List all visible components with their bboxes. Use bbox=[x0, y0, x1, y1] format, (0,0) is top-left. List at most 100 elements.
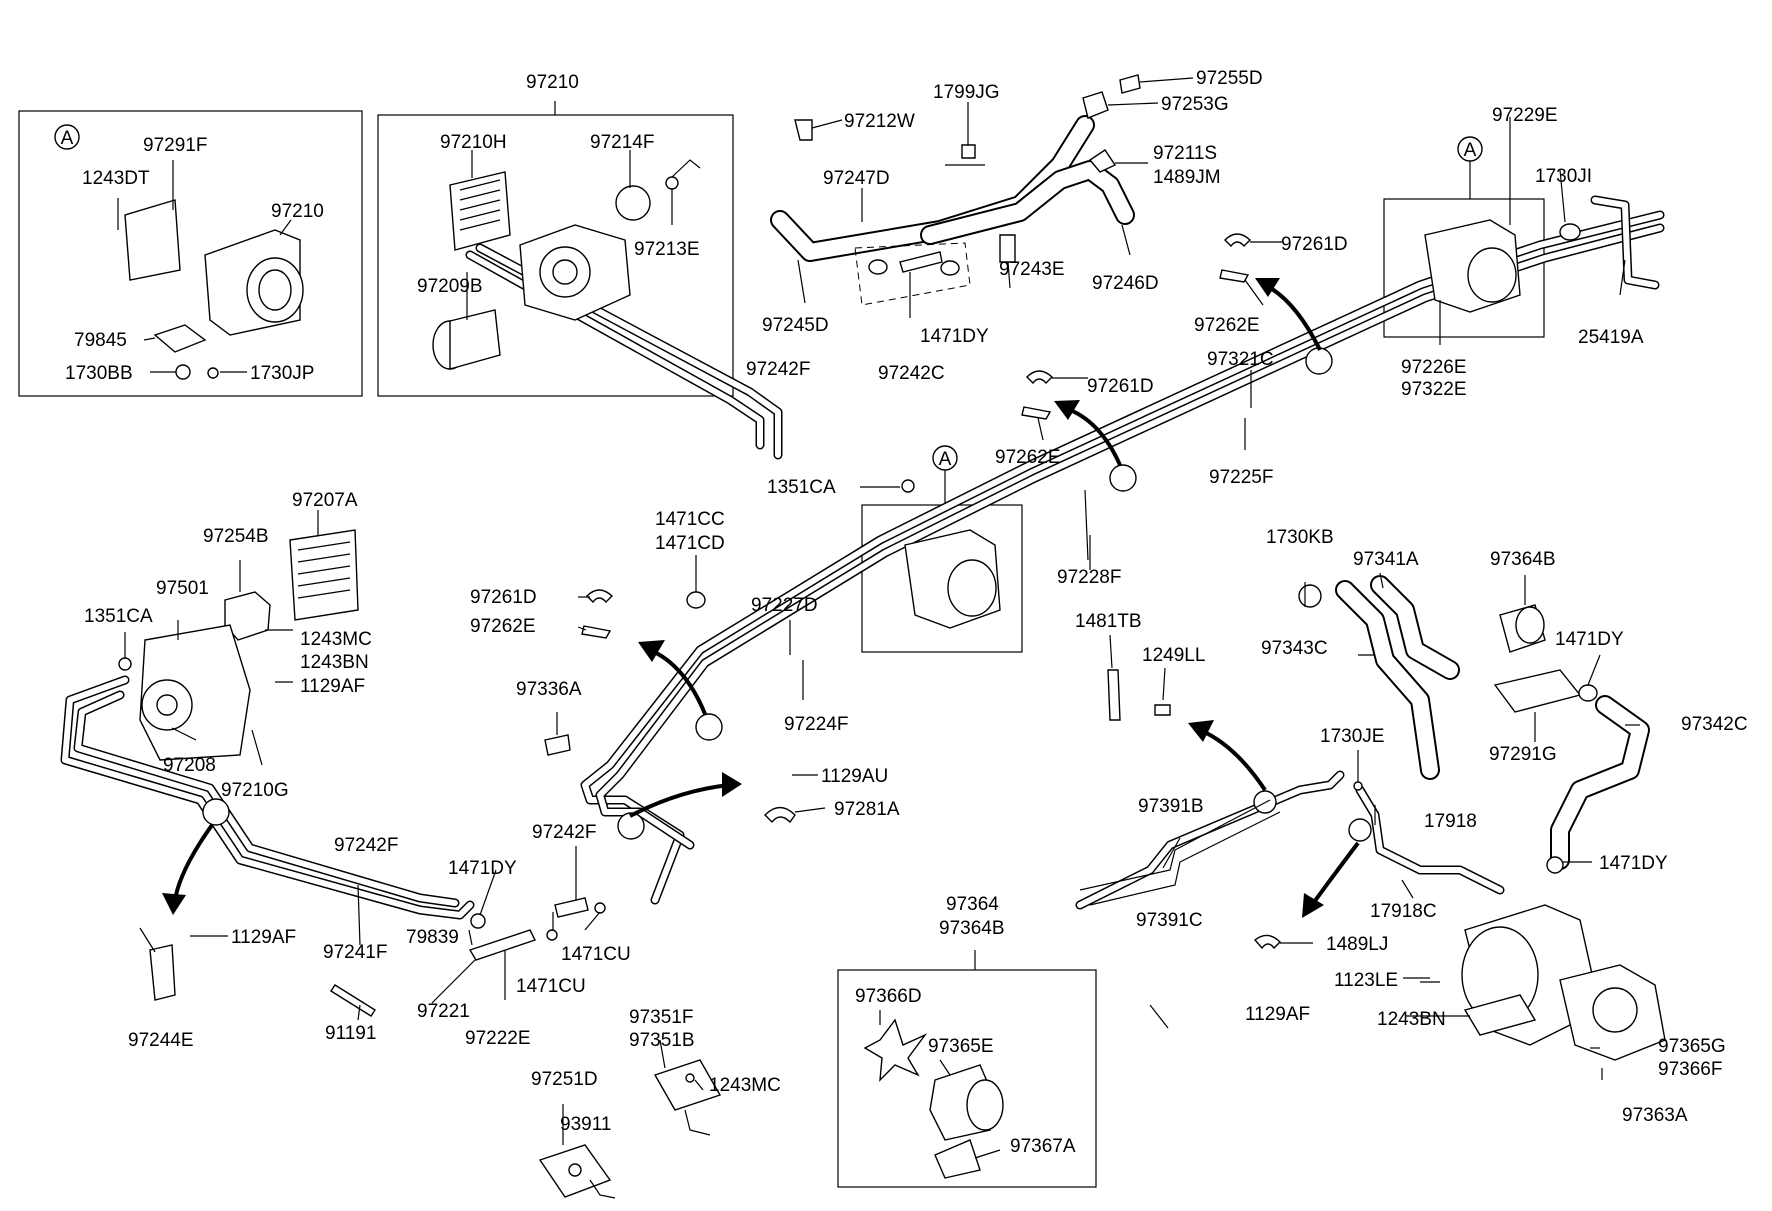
label-97261D-c: 97261D bbox=[470, 587, 537, 608]
label-97364B-a: 97364B bbox=[1490, 549, 1556, 570]
label-97242F-c: 97242F bbox=[334, 835, 398, 856]
clip-97262E-2 bbox=[1021, 406, 1052, 420]
label-97229E: 97229E bbox=[1492, 105, 1558, 126]
label-79839: 79839 bbox=[406, 927, 459, 948]
label-97351B: 97351B bbox=[629, 1030, 695, 1051]
bracket-97281A bbox=[764, 806, 796, 824]
detail-marker-a-3: A bbox=[1457, 136, 1483, 162]
svg-text:A: A bbox=[61, 128, 74, 149]
pipe-97391 bbox=[1079, 799, 1281, 906]
label-1471CD: 1471CD bbox=[655, 533, 725, 554]
bracket-97212W bbox=[794, 119, 813, 141]
label-97321C: 97321C bbox=[1207, 349, 1274, 370]
label-97365G: 97365G bbox=[1658, 1036, 1726, 1057]
label-97262E-b: 97262E bbox=[995, 447, 1061, 468]
label-97210G: 97210G bbox=[221, 780, 289, 801]
label-97244E: 97244E bbox=[128, 1030, 194, 1051]
heater-hose-97242F bbox=[465, 243, 783, 460]
label-97336A: 97336A bbox=[516, 679, 582, 700]
bracket-97244E bbox=[149, 944, 176, 1001]
label-97364: 97364 bbox=[946, 894, 999, 915]
hose-97341A-97343C bbox=[1335, 575, 1460, 780]
plate-97251D bbox=[538, 1144, 616, 1199]
detail-a-frame bbox=[18, 110, 363, 397]
label-17918C: 17918C bbox=[1370, 901, 1437, 922]
grommet-1730BB bbox=[175, 364, 191, 380]
label-1799JG: 1799JG bbox=[933, 82, 1000, 103]
label-1243MC-b: 1243MC bbox=[709, 1075, 781, 1096]
pump-motor-97363A bbox=[1461, 904, 1666, 1061]
arrow-clip-1489LJ bbox=[1302, 841, 1360, 918]
label-93911: 93911 bbox=[560, 1114, 611, 1135]
clip-97261D-1 bbox=[1224, 233, 1252, 248]
grommet-1730JE bbox=[1353, 781, 1363, 791]
arrow-clip-mid bbox=[1054, 400, 1122, 466]
clip-1799JG bbox=[961, 144, 976, 159]
label-97214F: 97214F bbox=[590, 132, 654, 153]
strip-91191 bbox=[330, 984, 376, 1017]
label-97247D: 97247D bbox=[823, 168, 890, 189]
motor-97365E bbox=[929, 1064, 1004, 1141]
label-1730BB: 1730BB bbox=[65, 363, 133, 384]
heater-unit-rear bbox=[1424, 219, 1521, 313]
hose-97221 bbox=[468, 929, 536, 961]
label-97207A: 97207A bbox=[292, 490, 358, 511]
label-91191: 91191 bbox=[325, 1023, 376, 1044]
seal-ring-97214F bbox=[615, 185, 651, 221]
label-97322E: 97322E bbox=[1401, 379, 1467, 400]
clip-97262E-1 bbox=[1219, 269, 1250, 283]
tube-connector-1 bbox=[1305, 347, 1333, 375]
tube-connector-2 bbox=[1109, 464, 1137, 492]
label-97291G: 97291G bbox=[1489, 744, 1557, 765]
plate-97351 bbox=[653, 1059, 722, 1136]
label-97254B: 97254B bbox=[203, 526, 269, 547]
label-1123LE: 1123LE bbox=[1334, 970, 1398, 991]
label-97241F: 97241F bbox=[323, 942, 387, 963]
clamp-1471CU-2 bbox=[594, 902, 606, 914]
bracket-97367A bbox=[934, 1139, 981, 1179]
label-1129AF-b: 1129AF bbox=[231, 927, 296, 948]
label-97281A: 97281A bbox=[834, 799, 900, 820]
heater-97501 bbox=[139, 624, 251, 761]
label-97366D: 97366D bbox=[855, 986, 922, 1007]
bracket-97243E bbox=[999, 234, 1016, 263]
arrow-bracket-97281A bbox=[629, 772, 742, 818]
label-97245D: 97245D bbox=[762, 315, 829, 336]
clamp-97211S bbox=[1088, 149, 1117, 173]
label-97363A: 97363A bbox=[1622, 1105, 1688, 1126]
clamp-1471CU-1 bbox=[546, 929, 558, 941]
arrow-clamp-1481TB bbox=[1188, 720, 1267, 792]
clip-97261D-2 bbox=[1026, 370, 1054, 385]
label-97209B: 97209B bbox=[417, 276, 483, 297]
heater-unit-detail-a bbox=[124, 199, 304, 353]
fan-97366D bbox=[863, 1018, 928, 1082]
label-1243BN-a: 1243BN bbox=[300, 652, 369, 673]
hose-97242F-small bbox=[554, 897, 589, 918]
blower-motor-97209B bbox=[432, 309, 501, 370]
label-97391B: 97391B bbox=[1138, 796, 1204, 817]
label-97255D: 97255D bbox=[1196, 68, 1263, 89]
clamp-1471DY-left bbox=[470, 913, 486, 929]
filler-tube bbox=[1075, 770, 1345, 910]
label-97262E-c: 97262E bbox=[470, 616, 536, 637]
bolt-1249LL bbox=[1154, 704, 1171, 716]
label-97367A: 97367A bbox=[1010, 1136, 1076, 1157]
label-1129AF-c: 1129AF bbox=[1245, 1004, 1310, 1025]
detail-marker-a-2: A bbox=[932, 445, 958, 471]
label-1249LL: 1249LL bbox=[1142, 645, 1205, 666]
clamp-1471DY-right bbox=[1578, 684, 1598, 702]
label-97343C: 97343C bbox=[1261, 638, 1328, 659]
grommet-1351CA-upper bbox=[901, 479, 915, 493]
clip-97261D-3 bbox=[586, 589, 614, 604]
label-97242F-b: 97242F bbox=[532, 822, 596, 843]
clamp-1471DY-lower-right bbox=[1546, 856, 1564, 874]
label-97212W: 97212W bbox=[844, 111, 915, 132]
label-1730KB: 1730KB bbox=[1266, 527, 1334, 548]
tube-connector-7 bbox=[1348, 818, 1372, 842]
heater-hose-97246D bbox=[920, 160, 1135, 245]
label-97342C: 97342C bbox=[1681, 714, 1748, 735]
label-97213E: 97213E bbox=[634, 239, 700, 260]
rear-heater-frame bbox=[1383, 198, 1545, 338]
part-number-labels: 97210 97291F 1243DT 97210 79845 1730BB 1… bbox=[65, 68, 1748, 1157]
label-97210-top: 97210 bbox=[526, 72, 579, 93]
